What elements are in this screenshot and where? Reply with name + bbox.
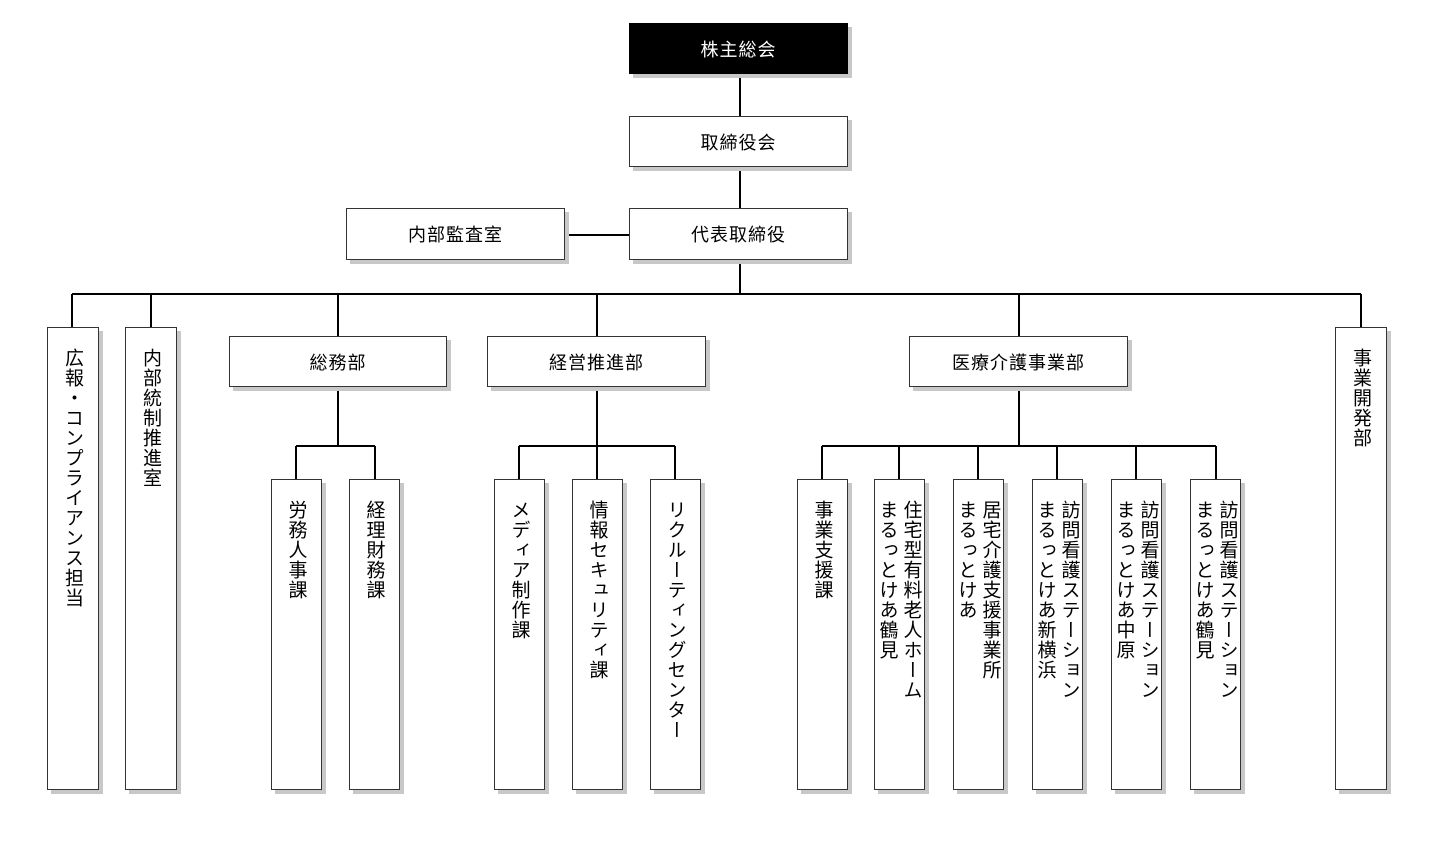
unit-box: リクルーティングセンター: [650, 479, 701, 790]
unit-box: 住宅型有料老人ホーム まるっとけあ鶴見: [874, 479, 925, 790]
shareholders-meeting-box: 株主総会: [629, 23, 848, 74]
care-business-label: 医療介護事業部: [952, 352, 1085, 374]
compliance-label: 広報・コンプライアンス担当: [62, 348, 84, 608]
general-affairs-label: 総務部: [309, 352, 367, 374]
unit-label: リクルーティングセンター: [664, 500, 687, 740]
care-business-box: 医療介護事業部: [909, 336, 1128, 387]
unit-label: 住宅型有料老人ホーム まるっとけあ鶴見: [876, 500, 923, 700]
unit-label: 訪問看護ステーション まるっとけあ中原: [1113, 500, 1160, 700]
management-label: 経営推進部: [549, 352, 644, 374]
internal-control-label: 内部統制推進室: [140, 348, 162, 488]
general-affairs-box: 総務部: [229, 336, 447, 387]
unit-label: 訪問看護ステーション まるっとけあ鶴見: [1192, 500, 1239, 700]
unit-box: 労務人事課: [271, 479, 322, 790]
unit-box: 訪問看護ステーション まるっとけあ新横浜: [1032, 479, 1083, 790]
unit-box: 訪問看護ステーション まるっとけあ鶴見: [1190, 479, 1241, 790]
unit-label: 経理財務課: [363, 500, 386, 600]
shareholders-meeting-label: 株主総会: [700, 39, 777, 61]
board-label: 取締役会: [700, 132, 777, 154]
unit-label: メディア制作課: [508, 500, 531, 640]
ceo-box: 代表取締役: [629, 208, 848, 260]
compliance-box: 広報・コンプライアンス担当: [47, 327, 99, 790]
internal-audit-label: 内部監査室: [408, 225, 503, 246]
unit-box: 事業支援課: [797, 479, 848, 790]
board-box: 取締役会: [629, 116, 848, 167]
business-dev-label: 事業開発部: [1350, 348, 1372, 448]
unit-box: 経理財務課: [349, 479, 400, 790]
unit-label: 情報セキュリティ課: [586, 500, 609, 680]
unit-box: 居宅介護支援事業所 まるっとけあ: [953, 479, 1004, 790]
unit-label: 訪問看護ステーション まるっとけあ新横浜: [1034, 500, 1081, 700]
internal-audit-box: 内部監査室: [346, 208, 565, 260]
management-box: 経営推進部: [487, 336, 706, 387]
internal-control-box: 内部統制推進室: [125, 327, 177, 790]
unit-label: 労務人事課: [285, 500, 308, 600]
unit-box: 情報セキュリティ課: [572, 479, 623, 790]
unit-label: 居宅介護支援事業所 まるっとけあ: [955, 500, 1002, 680]
unit-label: 事業支援課: [811, 500, 834, 600]
ceo-label: 代表取締役: [691, 225, 786, 246]
unit-box: 訪問看護ステーション まるっとけあ中原: [1111, 479, 1162, 790]
unit-box: メディア制作課: [494, 479, 545, 790]
business-dev-box: 事業開発部: [1335, 327, 1387, 790]
